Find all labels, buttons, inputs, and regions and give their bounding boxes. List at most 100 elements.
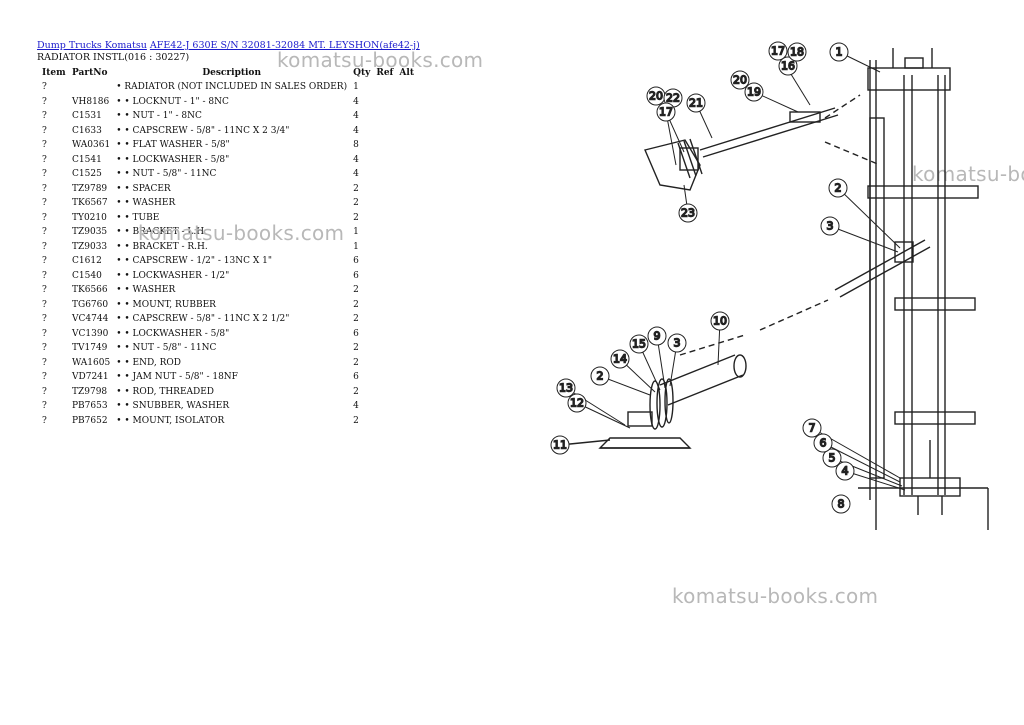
cell-description: • • NUT - 5/8" - 11NC (116, 169, 217, 180)
callout-19: 19 (744, 82, 764, 102)
cell-qty: 4 (353, 154, 359, 165)
cell-description: • • CAPSCREW - 5/8" - 11NC X 2 3/4" (116, 125, 290, 136)
table-row: ?VC4744• • CAPSCREW - 5/8" - 11NC X 2 1/… (37, 312, 417, 327)
cell-partno: C1633 (72, 125, 102, 136)
cell-description: • • FLAT WASHER - 5/8" (116, 140, 230, 151)
cell-qty: 1 (353, 82, 359, 93)
cell-ref (373, 341, 396, 356)
cell-alt (396, 80, 417, 95)
cell-partno: C1541 (72, 154, 102, 165)
cell-description: • • LOCKWASHER - 5/8" (116, 154, 230, 165)
svg-text:20: 20 (649, 90, 663, 103)
cell-item: ? (42, 82, 47, 93)
cell-partno: WA0361 (72, 140, 111, 151)
table-row: ? WA0361 • • FLAT WASHER - 5/8" 8 (37, 138, 417, 153)
cell-item: ? (42, 227, 47, 238)
cell-item: ? (42, 415, 47, 426)
cell-partno: VC4744 (72, 314, 109, 325)
cell-description: • • SPACER (116, 183, 171, 194)
cell-alt (396, 283, 417, 298)
cell-ref (373, 167, 396, 182)
cell-item: ? (42, 386, 47, 397)
callout-3a: 3 (820, 216, 840, 236)
cell-partno: VD7241 (72, 372, 109, 383)
cell-description: • • ROD, THREADED (116, 386, 215, 397)
table-row: ? TZ9798 • • ROD, THREADED 2 (37, 385, 417, 400)
cell-partno: C1525 (72, 169, 102, 180)
cell-qty: 2 (353, 299, 359, 310)
callout-2b: 2 (590, 366, 610, 386)
cell-description: • • SNUBBER, WASHER (116, 401, 230, 412)
svg-text:20: 20 (733, 74, 747, 87)
svg-text:18: 18 (790, 46, 804, 59)
svg-text:9: 9 (654, 330, 661, 343)
callout-20a: 20 (730, 70, 750, 90)
cell-ref (373, 225, 396, 240)
cell-item: ? (42, 401, 47, 412)
cell-partno: WA1605 (72, 357, 111, 368)
header-item: Item (42, 68, 66, 78)
breadcrumb-link-category[interactable]: Dump Trucks Komatsu (37, 40, 147, 51)
breadcrumb: Dump Trucks Komatsu AFE42-J 630E S/N 320… (37, 40, 420, 51)
cell-item: ? (42, 270, 47, 281)
table-row: ? C1633 • • CAPSCREW - 5/8" - 11NC X 2 3/4… (37, 124, 417, 139)
breadcrumb-link-model[interactable]: AFE42-J 630E S/N 32081-32084 MT. LEYSHON… (149, 40, 420, 51)
cell-alt (396, 327, 417, 342)
cell-qty: 4 (353, 125, 359, 136)
cell-item: ? (42, 372, 47, 383)
parts-table-body: ? • RADIATOR (NOT INCLUDED IN SALES ORDER… (37, 80, 417, 428)
svg-text:6: 6 (820, 437, 827, 450)
callout-17b: 17 (656, 102, 676, 122)
svg-text:12: 12 (570, 397, 584, 410)
cell-ref (373, 283, 396, 298)
callout-21: 21 (686, 93, 706, 113)
header-description: Description (202, 68, 261, 78)
cell-qty: 2 (353, 386, 359, 397)
cell-alt (396, 385, 417, 400)
svg-text:17: 17 (659, 106, 673, 119)
cell-alt (396, 399, 417, 414)
cell-qty: 8 (353, 140, 359, 151)
svg-text:22: 22 (666, 92, 680, 105)
svg-text:14: 14 (613, 353, 627, 366)
svg-text:19: 19 (747, 86, 761, 99)
table-row: ?C1612• • CAPSCREW - 1/2" - 13NC X 1"6 (37, 254, 417, 269)
cell-description: • • BRACKET - L.H. (116, 227, 207, 238)
callout-5: 5 (822, 448, 842, 468)
cell-alt (396, 153, 417, 168)
cell-ref (373, 80, 396, 95)
table-row: ?TZ9035• • BRACKET - L.H.1 (37, 225, 417, 240)
cell-description: • • CAPSCREW - 1/2" - 13NC X 1" (116, 256, 273, 267)
cell-alt (396, 109, 417, 124)
cell-ref (373, 153, 396, 168)
page-subtitle: RADIATOR INSTL(016 : 30227) (37, 52, 190, 63)
cell-item: ? (42, 212, 47, 223)
cell-partno: TZ9798 (72, 386, 108, 397)
callout-3b: 3 (667, 333, 687, 353)
svg-text:16: 16 (781, 60, 795, 73)
parts-table: Item PartNo Description Qty Ref Alt ?• R… (37, 66, 417, 428)
table-row: ?VC1390• • LOCKWASHER - 5/8"6 (37, 327, 417, 342)
callout-20b: 20 (646, 86, 666, 106)
cell-ref (373, 399, 396, 414)
cell-alt (396, 312, 417, 327)
cell-partno: PB7652 (72, 415, 108, 426)
cell-partno: VC1390 (72, 328, 109, 339)
cell-qty: 6 (353, 372, 359, 383)
watermark-bottom: komatsu-books.com (672, 584, 879, 608)
cell-description: • RADIATOR (NOT INCLUDED IN SALES ORDER) (116, 82, 348, 93)
cell-ref (373, 298, 396, 313)
cell-description: • • MOUNT, ISOLATOR (116, 415, 225, 426)
cell-qty: 1 (353, 227, 359, 238)
cell-alt (396, 167, 417, 182)
cell-alt (396, 225, 417, 240)
callout-8: 8 (831, 494, 851, 514)
watermark-middle: komatsu-books.com (138, 221, 345, 245)
cell-ref (373, 269, 396, 284)
cell-item: ? (42, 140, 47, 151)
cell-item: ? (42, 125, 47, 136)
